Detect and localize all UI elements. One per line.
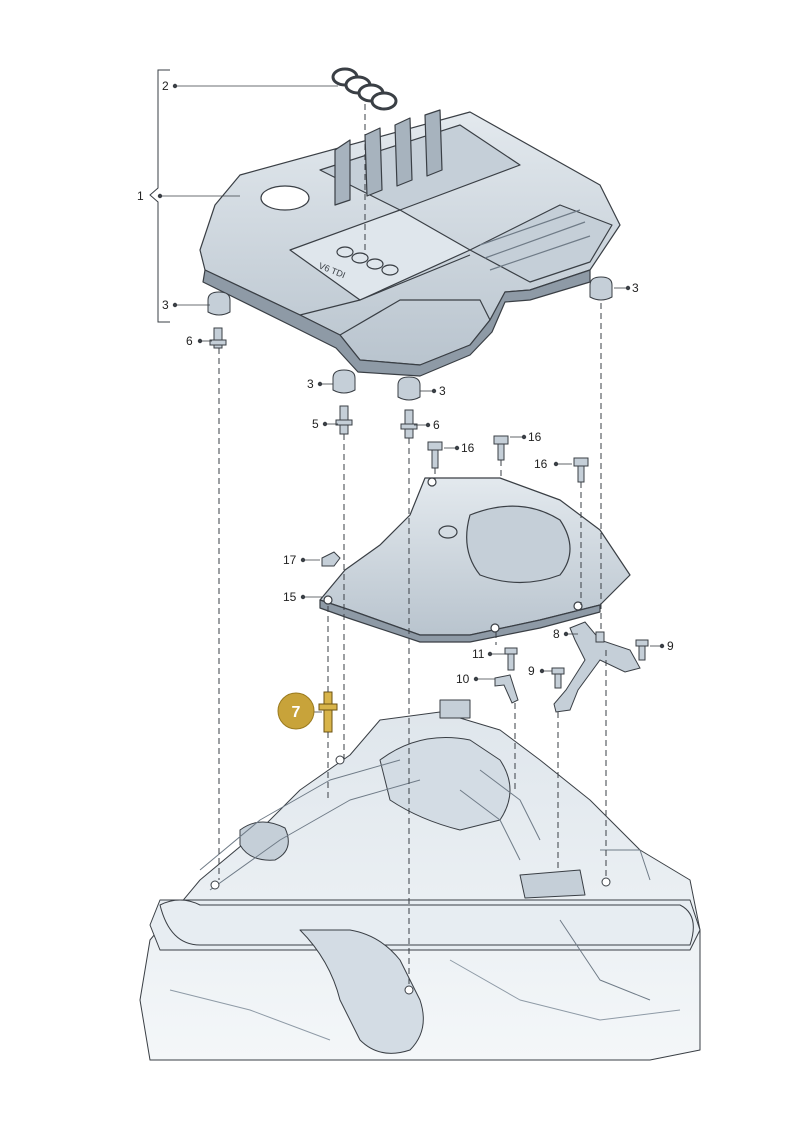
- engine-assembly: [139, 699, 701, 1061]
- callout-9-b[interactable]: 9: [528, 664, 535, 678]
- leader-lines: [157, 83, 665, 713]
- rings-emblem[interactable]: [331, 67, 398, 111]
- lower-cover[interactable]: [319, 477, 631, 643]
- nut-17[interactable]: [321, 551, 341, 567]
- callout-labels: 2 1 3 6 3 3 3 5 6 16 16 16 17 15 8 9 11 …: [137, 79, 674, 686]
- callout-7-highlight[interactable]: 7: [277, 692, 315, 730]
- callout-10[interactable]: 10: [456, 672, 470, 686]
- callout-2[interactable]: 2: [162, 79, 169, 93]
- callout-3-b[interactable]: 3: [632, 281, 639, 295]
- callout-11[interactable]: 11: [472, 647, 485, 661]
- engine-cover[interactable]: V6 TDI: [199, 109, 621, 377]
- callout-7[interactable]: 7: [292, 704, 301, 721]
- callout-9-a[interactable]: 9: [667, 639, 674, 653]
- callout-3-d[interactable]: 3: [439, 384, 446, 398]
- callout-8[interactable]: 8: [553, 627, 560, 641]
- brackets[interactable]: [494, 621, 649, 713]
- callout-6-b[interactable]: 6: [433, 418, 440, 432]
- grommets[interactable]: [207, 276, 613, 401]
- callout-16-c[interactable]: 16: [534, 457, 548, 471]
- studs[interactable]: [209, 327, 418, 439]
- callout-17[interactable]: 17: [283, 553, 297, 567]
- callout-1[interactable]: 1: [137, 189, 144, 203]
- group-bracket: [149, 69, 170, 323]
- callout-15[interactable]: 15: [283, 590, 297, 604]
- bolts-16[interactable]: [427, 435, 589, 483]
- callout-6-a[interactable]: 6: [186, 334, 193, 348]
- callout-3-c[interactable]: 3: [307, 377, 314, 391]
- callout-3-a[interactable]: 3: [162, 298, 169, 312]
- callout-16-b[interactable]: 16: [528, 430, 542, 444]
- callout-5[interactable]: 5: [312, 417, 319, 431]
- callout-16-a[interactable]: 16: [461, 441, 475, 455]
- assembly-guides: [218, 104, 607, 985]
